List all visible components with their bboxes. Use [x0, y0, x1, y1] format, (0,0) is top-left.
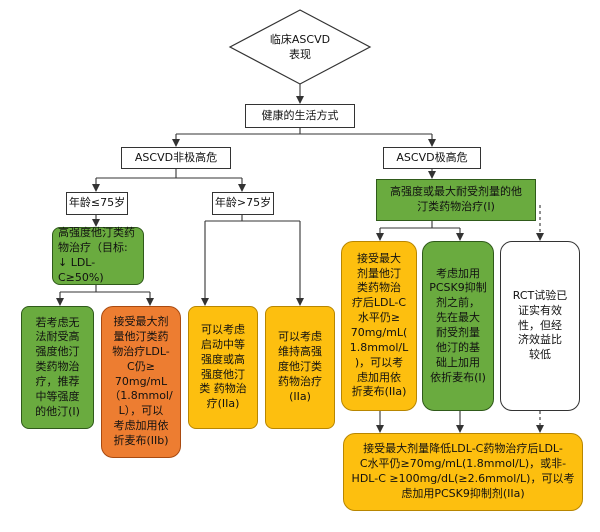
very-high-risk-label: ASCVD极高危 [396, 150, 468, 164]
final-pcsk9-node: 接受最大剂量降低LDL-C药物治疗后LDL- C水平仍≥70mg/mL(1.8m… [343, 433, 583, 511]
lifestyle-node: 健康的生活方式 [245, 104, 355, 128]
high-intensity-node: 高强度他汀类药 物治疗（目标: ↓ LDL-C≥50%) [52, 226, 144, 285]
start-moderate-label: 可以考虑 启动中等 强度或高 强度他汀 类 药物治 疗(IIa) [199, 322, 247, 411]
very-high-risk-node: ASCVD极高危 [383, 147, 481, 169]
maintain-high-label: 可以考虑 维持高强 度他汀类 药物治疗 (IIa) [278, 330, 322, 403]
max-tolerated-ldl70-node: 接受最大剂 量他汀类药 物治疗LDL- C仍≥ 70mg/mL （1.8mmol… [101, 306, 181, 458]
final-pcsk9-label: 接受最大剂量降低LDL-C药物治疗后LDL- C水平仍≥70mg/mL(1.8m… [351, 442, 575, 500]
maintain-high-node: 可以考虑 维持高强 度他汀类 药物治疗 (IIa) [265, 306, 335, 429]
age-gt75-node: 年龄>75岁 [212, 192, 274, 215]
very-high-treatment-node: 高强度或最大耐受剂量的他 汀类药物治疗(I) [376, 179, 536, 221]
rct-node: RCT试验已 证实有效 性，但经 济效益比 较低 [500, 241, 580, 411]
high-intensity-label: 高强度他汀类药 物治疗（目标: ↓ LDL-C≥50%) [58, 226, 135, 284]
start-moderate-node: 可以考虑 启动中等 强度或高 强度他汀 类 药物治 疗(IIa) [188, 306, 258, 429]
pcsk9-consider-node: 考虑加用 PCSK9抑制 剂之前， 先在最大 耐受剂量 他汀的基 础上加用 依折… [422, 241, 494, 411]
rct-label: RCT试验已 证实有效 性，但经 济效益比 较低 [512, 288, 568, 362]
intolerant-label: 若考虑无 法耐受高 强度他汀 类药物治 疗，推荐 中等强度 的他汀(I) [35, 315, 80, 418]
max-tolerated-ldl70-label: 接受最大剂 量他汀类药 物治疗LDL- C仍≥ 70mg/mL （1.8mmol… [109, 315, 173, 447]
add-ezetimibe-label: 接受最大 剂量他汀 类药物治 疗后LDL-C 水平仍≥ 70mg/mL( 1.8… [349, 251, 409, 399]
start-label: 临床ASCVD 表现 [269, 33, 331, 62]
lifestyle-label: 健康的生活方式 [261, 108, 339, 122]
add-ezetimibe-node: 接受最大 剂量他汀 类药物治 疗后LDL-C 水平仍≥ 70mg/mL( 1.8… [341, 241, 417, 411]
non-high-risk-node: ASCVD非极高危 [121, 147, 231, 169]
very-high-treatment-label: 高强度或最大耐受剂量的他 汀类药物治疗(I) [390, 185, 522, 213]
intolerant-node: 若考虑无 法耐受高 强度他汀 类药物治 疗，推荐 中等强度 的他汀(I) [21, 306, 94, 429]
age-le75-node: 年龄≤75岁 [66, 192, 128, 215]
pcsk9-consider-label: 考虑加用 PCSK9抑制 剂之前， 先在最大 耐受剂量 他汀的基 础上加用 依折… [429, 266, 487, 384]
non-high-risk-label: ASCVD非极高危 [134, 150, 218, 164]
age-le75-label: 年龄≤75岁 [68, 196, 126, 210]
age-gt75-label: 年龄>75岁 [214, 196, 272, 210]
